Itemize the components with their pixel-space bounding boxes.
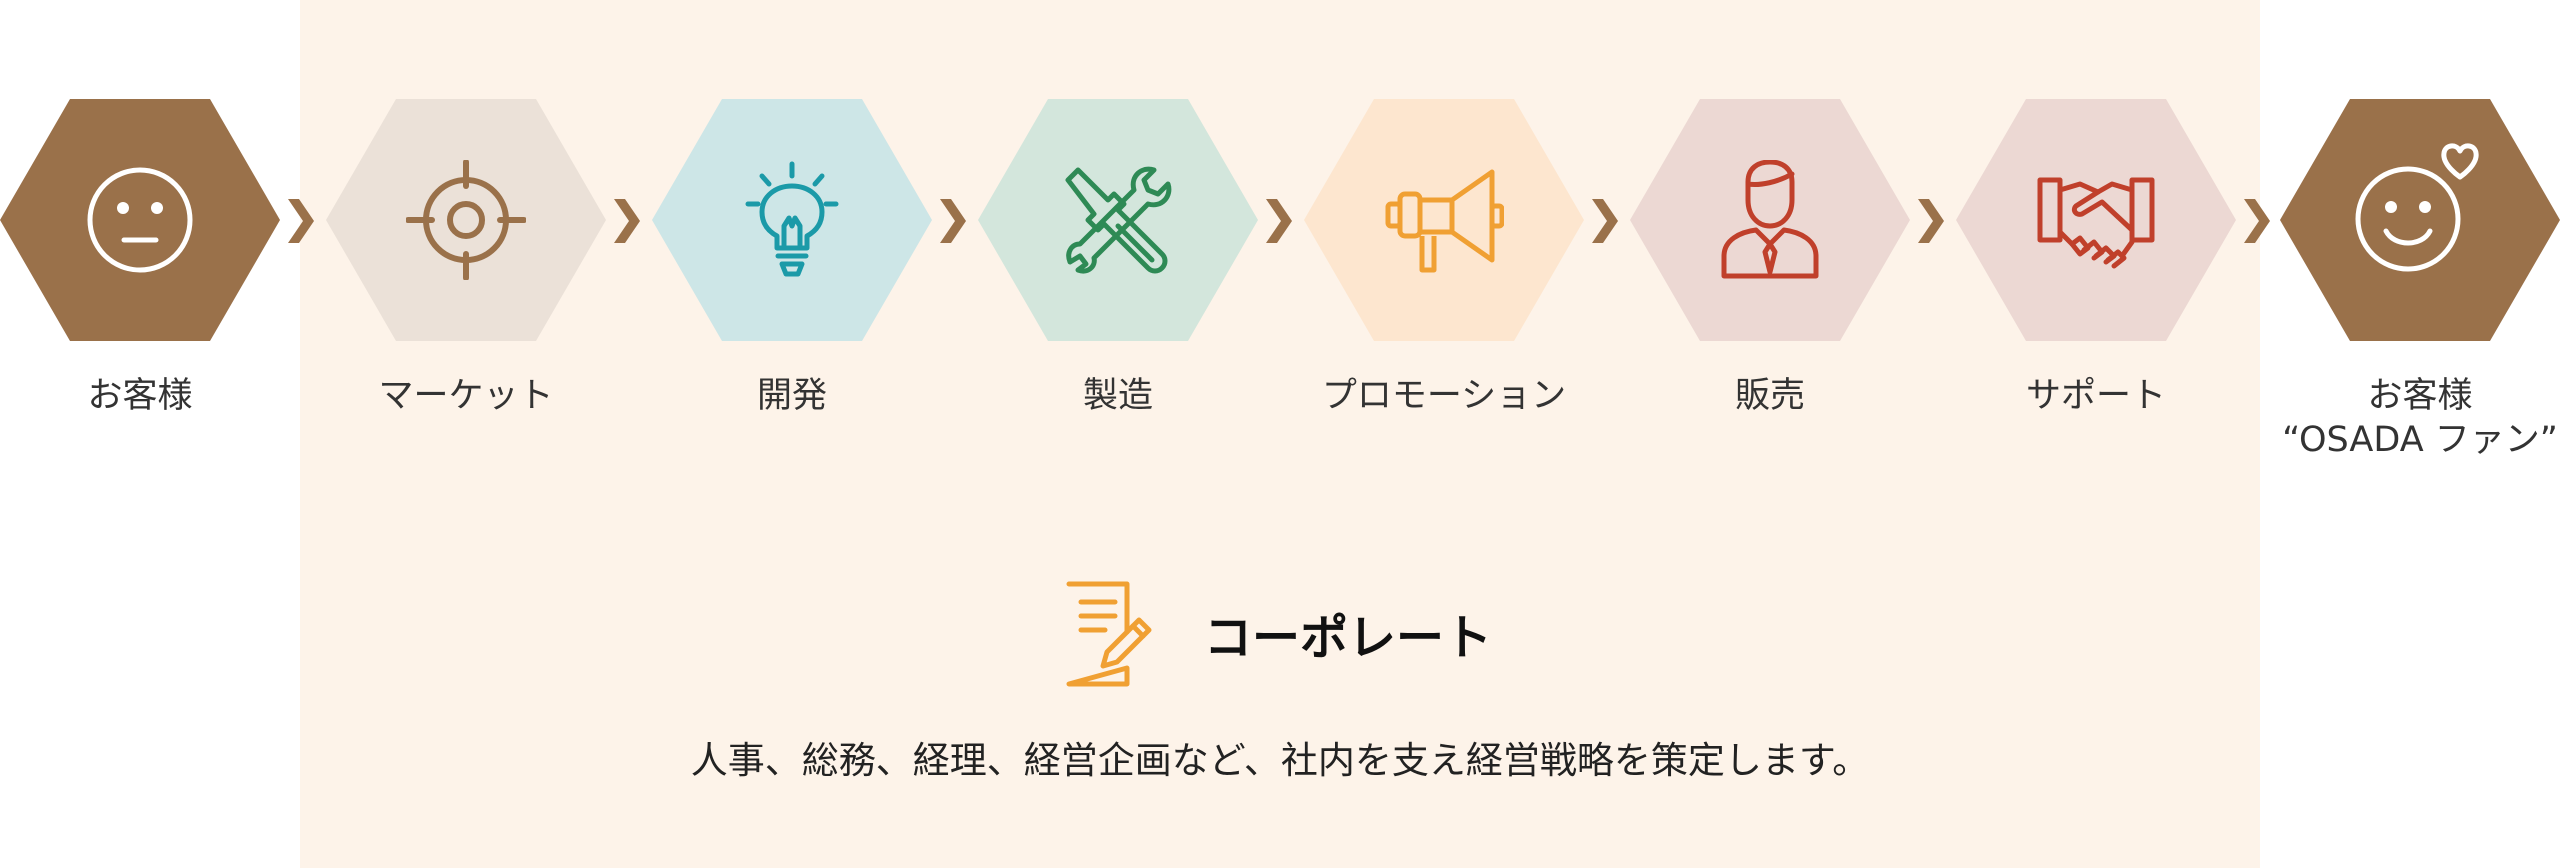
handshake-icon — [2037, 177, 2155, 269]
megaphone-icon — [1385, 169, 1504, 273]
step-sales — [1630, 99, 1910, 341]
step-label-market: マーケット — [378, 376, 554, 416]
tools-icon — [1065, 166, 1172, 274]
step-label-sales: 販売 — [1734, 376, 1805, 416]
step-label-manufacturing: 製造 — [1082, 376, 1153, 416]
hexagon-customer — [0, 99, 280, 341]
chevron-right-icon — [288, 199, 314, 243]
step-osada-fan — [2280, 99, 2560, 341]
chevron-right-icon — [940, 199, 966, 243]
target-icon — [406, 160, 526, 280]
corporate-description: 人事、総務、経理、経営企画など、社内を支え経営戦略を策定します。 — [690, 739, 1870, 782]
neutral-face-icon — [87, 167, 193, 273]
corporate-title: コーポレート — [1204, 610, 1493, 666]
corporate-band — [300, 0, 2260, 868]
lightbulb-icon — [745, 161, 839, 277]
chevron-right-icon — [2244, 199, 2270, 243]
step-support — [1956, 99, 2236, 341]
document-pen-icon — [1066, 581, 1152, 687]
step-customer — [0, 99, 280, 341]
smiling-face-with-heart-icon — [2355, 143, 2479, 272]
step-market — [326, 99, 606, 341]
step-label-support: サポート — [2025, 376, 2166, 416]
step-label-osada-fan: お客様 “OSADA ファン” — [2282, 376, 2558, 460]
chevron-right-icon — [1918, 199, 1944, 243]
chevron-right-icon — [1266, 199, 1292, 243]
step-promotion — [1304, 99, 1584, 341]
step-development — [652, 99, 932, 341]
step-manufacturing — [978, 99, 1258, 341]
salesperson-icon — [1721, 160, 1819, 279]
step-label-customer: お客様 — [87, 376, 193, 416]
step-label-promotion: プロモーション — [1321, 376, 1567, 416]
hexagon-osada-fan — [2280, 99, 2560, 341]
chevron-right-icon — [614, 199, 640, 243]
step-label-development: 開発 — [756, 376, 827, 416]
chevron-right-icon — [1592, 199, 1618, 243]
